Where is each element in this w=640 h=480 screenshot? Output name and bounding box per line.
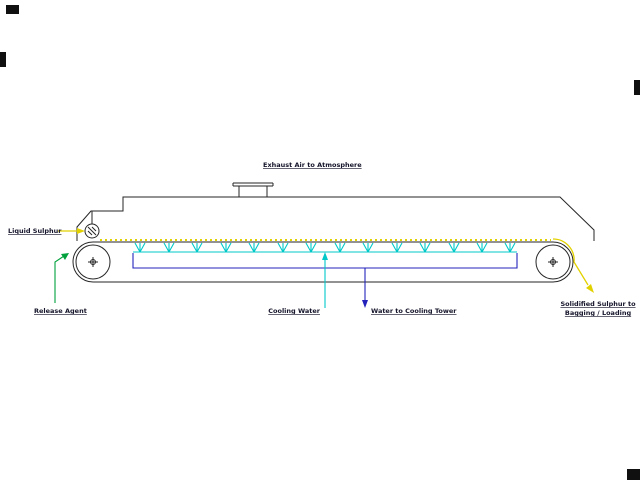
- edge-artifacts: [0, 5, 640, 480]
- left-pulley-rim: [75, 244, 111, 280]
- cooling-tower-return-line: [362, 268, 368, 308]
- conveyor-belt: [72, 239, 574, 283]
- supply-arrowhead: [322, 252, 328, 260]
- artifact-top-left: [6, 5, 19, 14]
- diagram-labels: Liquid Sulphur Exhaust Air to Atmosphere…: [8, 161, 636, 317]
- solidified-sulphur-line: [552, 238, 594, 293]
- artifact-right-edge: [634, 80, 640, 95]
- liquid-sulphur-arrowhead: [77, 228, 85, 234]
- release-agent-line: [54, 253, 69, 303]
- right-pulley-rim: [535, 244, 571, 280]
- rotoform-feeder: [84, 223, 100, 239]
- spray-nozzles: [134, 242, 516, 253]
- liquid-sulphur-label: Liquid Sulphur: [8, 227, 62, 235]
- release-agent-label: Release Agent: [34, 307, 87, 315]
- right-pulley: [535, 244, 571, 280]
- artifact-left-edge: [0, 52, 6, 67]
- cooling-water-label: Cooling Water: [268, 307, 321, 315]
- exhaust-stack: [232, 182, 274, 197]
- cooling-spray-header: [133, 242, 517, 253]
- stack-flange: [232, 182, 274, 187]
- water-to-cooling-tower-label: Water to Cooling Tower: [371, 307, 457, 315]
- discharge-line: [552, 238, 589, 286]
- hood-outline: [76, 196, 595, 241]
- solidified-sulphur-label-line1: Solidified Sulphur to: [560, 300, 636, 308]
- rotoform-hatch: [87, 226, 97, 236]
- left-pulley: [75, 244, 111, 280]
- artifact-bottom-right: [627, 469, 640, 480]
- stack-sides: [238, 186, 268, 197]
- solidified-sulphur-label-line2: Bagging / Loading: [565, 309, 632, 317]
- return-arrowhead: [362, 300, 368, 308]
- release-agent-pipe: [54, 255, 65, 303]
- exhaust-label: Exhaust Air to Atmosphere: [263, 161, 362, 169]
- release-agent-arrowhead: [61, 253, 69, 260]
- belt-loop: [72, 241, 574, 283]
- cooling-water-supply-line: [322, 252, 328, 308]
- liquid-sulphur-arrow: [58, 228, 85, 234]
- machine-hood: [76, 196, 595, 241]
- right-pulley-cross: [548, 257, 558, 267]
- left-pulley-cross: [88, 257, 98, 267]
- discharge-arrowhead: [586, 284, 594, 293]
